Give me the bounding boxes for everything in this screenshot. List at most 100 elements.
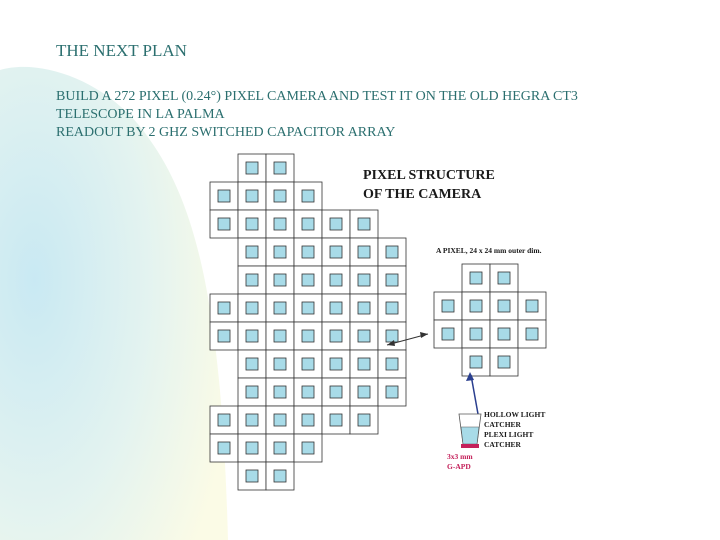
camera-pixel-sensor	[245, 189, 259, 203]
camera-pixel-sensor	[245, 301, 259, 315]
pixel-size-label: A PIXEL, 24 x 24 mm outer dim.	[436, 246, 542, 255]
camera-pixel-sensor	[357, 329, 371, 343]
camera-pixel-sensor	[329, 217, 343, 231]
camera-pixel-sensor	[301, 245, 315, 259]
camera-pixel-sensor	[301, 385, 315, 399]
camera-pixel-sensor	[385, 357, 399, 371]
camera-pixel-sensor	[357, 273, 371, 287]
camera-pixel-sensor	[385, 245, 399, 259]
camera-pixel-sensor	[357, 245, 371, 259]
camera-pixel-sensor	[245, 273, 259, 287]
detail-pixel-sensor	[497, 271, 511, 285]
camera-pixel-sensor	[385, 273, 399, 287]
hollow-catcher-label-2: CATCHER	[484, 420, 521, 429]
camera-pixel-sensor	[301, 441, 315, 455]
camera-pixel-sensor	[301, 189, 315, 203]
camera-pixel-sensor	[273, 301, 287, 315]
camera-pixel-sensor	[301, 217, 315, 231]
connector-arrowhead-left	[387, 340, 395, 346]
camera-pixel-sensor	[301, 357, 315, 371]
camera-pixel-sensor	[357, 413, 371, 427]
camera-pixel-sensor	[357, 385, 371, 399]
camera-pixel-sensor	[217, 441, 231, 455]
camera-pixel-sensor	[385, 385, 399, 399]
g-apd-sensor-icon	[461, 444, 479, 448]
camera-pixel-cell	[265, 461, 295, 491]
detail-pixel-sensor	[525, 299, 539, 313]
catcher-pointer-arrowhead	[466, 372, 474, 381]
hollow-catcher-label-1: HOLLOW LIGHT	[484, 410, 546, 419]
camera-pixel-sensor	[245, 217, 259, 231]
light-catcher-icon	[458, 413, 482, 448]
camera-pixel-sensor	[245, 385, 259, 399]
single-pixel-detail	[433, 263, 547, 377]
camera-pixel-sensor	[273, 441, 287, 455]
camera-pixel-sensor	[273, 357, 287, 371]
detail-pixel-sensor	[469, 327, 483, 341]
camera-pixel-cell	[293, 209, 323, 239]
detail-pixel-sensor	[441, 327, 455, 341]
camera-pixel-sensor	[273, 245, 287, 259]
camera-pixel-sensor	[273, 217, 287, 231]
detail-pixel-sensor	[525, 327, 539, 341]
camera-pixel-sensor	[273, 385, 287, 399]
camera-pixel-sensor	[217, 413, 231, 427]
plan-line-2: TELESCOPE IN LA PALMA	[56, 107, 225, 122]
camera-pixel-sensor	[273, 161, 287, 175]
camera-pixel-sensor	[245, 469, 259, 483]
camera-pixel-sensor	[329, 301, 343, 315]
detail-pixel-sensor	[497, 299, 511, 313]
camera-pixel-sensor	[329, 245, 343, 259]
plan-line-3: READOUT BY 2 GHZ SWITCHED CAPACITOR ARRA…	[56, 125, 396, 140]
detail-pixel-sensor	[497, 355, 511, 369]
sensor-size-label: 3x3 mm	[447, 452, 473, 461]
camera-pixel-sensor	[273, 413, 287, 427]
camera-pixel-grid	[209, 153, 407, 491]
diagram-heading-line1: PIXEL STRUCTURE	[363, 168, 495, 183]
camera-pixel-sensor	[217, 301, 231, 315]
diagram-heading-line2: OF THE CAMERA	[363, 187, 482, 202]
camera-pixel-sensor	[273, 329, 287, 343]
camera-pixel-sensor	[385, 301, 399, 315]
detail-pixel-sensor	[469, 355, 483, 369]
camera-pixel-sensor	[217, 189, 231, 203]
camera-pixel-sensor	[329, 273, 343, 287]
camera-pixel-sensor	[245, 413, 259, 427]
camera-pixel-sensor	[245, 161, 259, 175]
camera-pixel-sensor	[273, 189, 287, 203]
camera-pixel-sensor	[301, 273, 315, 287]
camera-pixel-sensor	[301, 329, 315, 343]
camera-pixel-sensor	[217, 217, 231, 231]
camera-pixel-sensor	[329, 329, 343, 343]
camera-pixel-sensor	[273, 469, 287, 483]
camera-pixel-sensor	[357, 301, 371, 315]
plexi-catcher-label-1: PLEXI LIGHT	[484, 430, 534, 439]
camera-pixel-cell	[349, 405, 379, 435]
camera-pixel-sensor	[329, 357, 343, 371]
camera-pixel-sensor	[357, 217, 371, 231]
camera-pixel-sensor	[245, 329, 259, 343]
camera-pixel-sensor	[217, 329, 231, 343]
detail-pixel-sensor	[441, 299, 455, 313]
connector-arrowhead-right	[420, 332, 428, 338]
camera-pixel-sensor	[245, 245, 259, 259]
detail-pixel-sensor	[497, 327, 511, 341]
sensor-type-label: G-APD	[447, 462, 471, 471]
detail-pixel-sensor	[469, 271, 483, 285]
camera-pixel-sensor	[245, 441, 259, 455]
camera-pixel-sensor	[273, 273, 287, 287]
catcher-pointer-line	[470, 374, 479, 415]
plan-line-1: BUILD A 272 PIXEL (0.24°) PIXEL CAMERA A…	[56, 89, 578, 104]
camera-pixel-sensor	[385, 329, 399, 343]
camera-pixel-sensor	[301, 301, 315, 315]
camera-pixel-cell	[265, 153, 295, 183]
camera-pixel-sensor	[245, 357, 259, 371]
camera-pixel-sensor	[329, 385, 343, 399]
camera-pixel-sensor	[329, 413, 343, 427]
camera-pixel-sensor	[301, 413, 315, 427]
plexi-catcher-label-2: CATCHER	[484, 440, 521, 449]
camera-pixel-sensor	[357, 357, 371, 371]
detail-pixel-sensor	[469, 299, 483, 313]
